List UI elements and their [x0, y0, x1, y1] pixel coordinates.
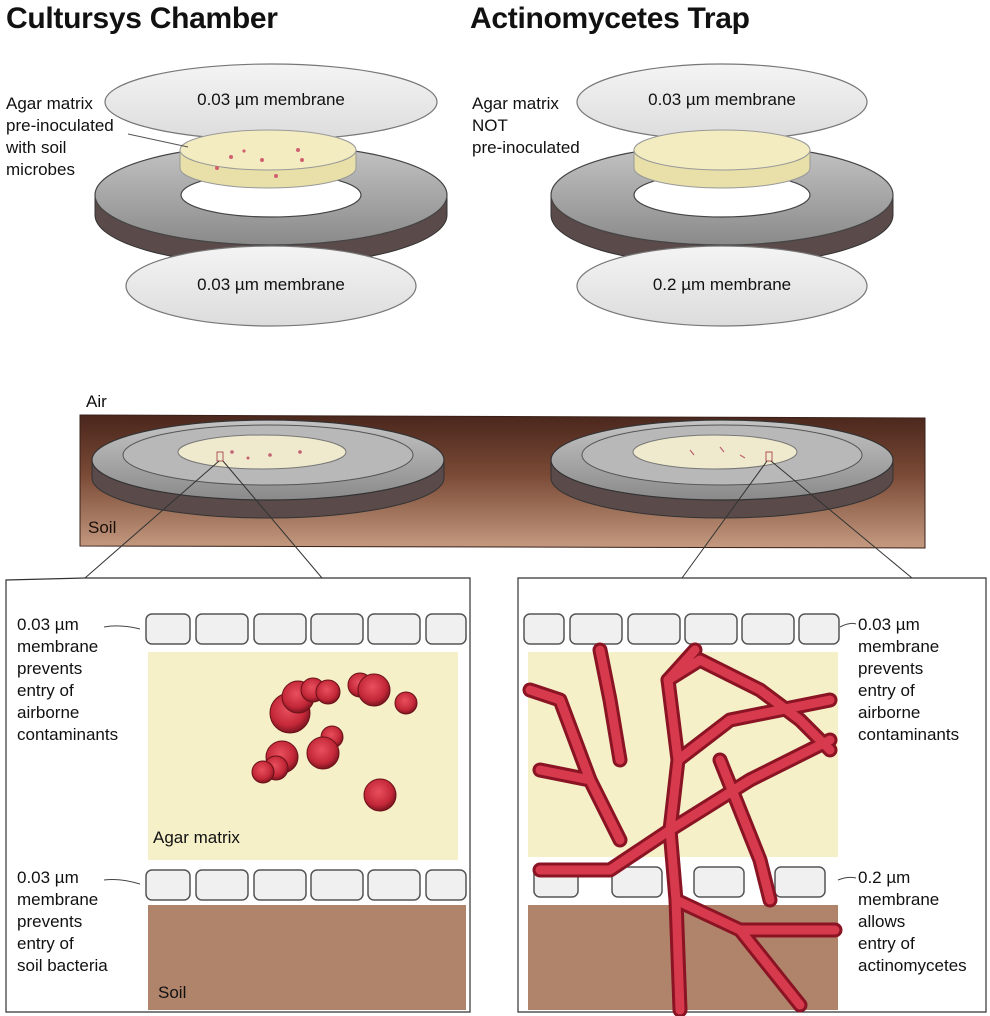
microbe-colony — [357, 673, 391, 707]
left-title: Cultursys Chamber — [6, 2, 278, 35]
panel-soil-label: Soil — [158, 983, 187, 1002]
agar-matrix-label: Agar matrix — [153, 828, 240, 847]
soil-field — [79, 414, 926, 579]
right-bottom-membrane-label: 0.2 µm membrane — [652, 275, 792, 294]
right-zoom-panel — [517, 577, 987, 1016]
microbe-colony — [363, 778, 397, 812]
microbe-colony — [315, 679, 341, 705]
left-top-membrane-label: 0.03 µm membrane — [197, 90, 345, 109]
cultursys-exploded — [94, 63, 448, 327]
right-bottom-callout: 0.2 µm membrane allows entry of actinomy… — [858, 868, 967, 975]
left-top-callout: 0.03 µm membrane prevents entry of airbo… — [17, 615, 119, 744]
trap-exploded — [550, 63, 894, 327]
bottom-membrane-disc — [125, 245, 417, 327]
right-top-membrane-label: 0.03 µm membrane — [648, 90, 796, 109]
right-title: Actinomycetes Trap — [470, 2, 750, 35]
actinomycete-hyphae — [522, 642, 843, 1016]
left-zoom-panel — [5, 577, 471, 1013]
microbe-colony — [394, 691, 418, 715]
air-label: Air — [86, 392, 107, 411]
left-agar-note: Agar matrix pre-inoculated with soil mic… — [6, 94, 114, 179]
right-top-callout: 0.03 µm membrane prevents entry of airbo… — [858, 615, 960, 744]
left-bottom-membrane-label: 0.03 µm membrane — [197, 275, 345, 294]
right-agar-note: Agar matrix NOT pre-inoculated — [472, 94, 580, 157]
microbe-colony — [251, 760, 275, 784]
microbe-colony — [306, 736, 340, 770]
agar-disc — [179, 129, 357, 171]
left-bottom-callout: 0.03 µm membrane prevents entry of soil … — [17, 868, 108, 975]
field-soil-label: Soil — [88, 518, 117, 537]
